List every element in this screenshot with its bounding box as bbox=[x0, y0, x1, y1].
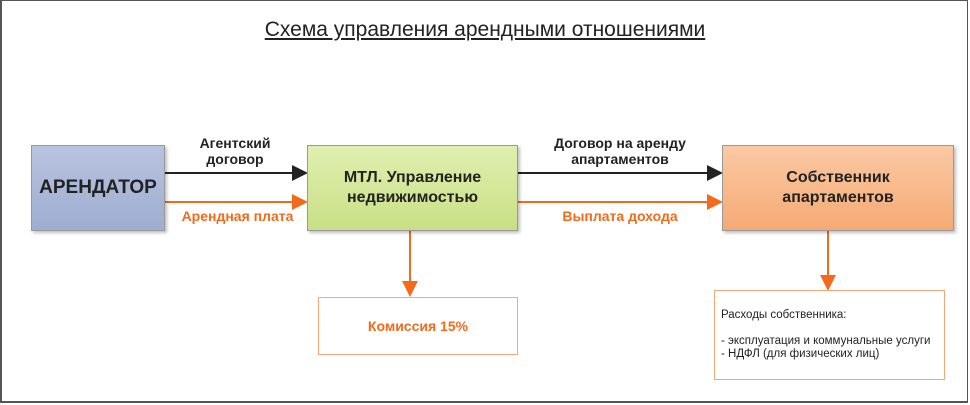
node-manager: МТЛ. Управление недвижимостью bbox=[307, 145, 518, 231]
expenses-heading: Расходы собственника: bbox=[721, 309, 847, 321]
manager-label-1: МТЛ. Управление bbox=[343, 169, 482, 186]
diagram-title: Схема управления арендными отношениями bbox=[264, 18, 706, 41]
expenses-box: Расходы собственника: - эксплуатация и к… bbox=[714, 290, 945, 380]
expense-item: - эксплуатация и коммунальные услуги bbox=[721, 335, 931, 347]
label-lease-2: апартаментов bbox=[571, 151, 669, 167]
label-lease-1: Договор на аренду bbox=[554, 135, 686, 151]
commission-label: Комиссия 15% bbox=[367, 318, 469, 334]
node-owner: Собственник апартаментов bbox=[722, 145, 954, 231]
label-agent-contract-1: Агентский bbox=[199, 135, 271, 151]
commission-box: Комиссия 15% bbox=[318, 297, 518, 355]
tenant-label: АРЕНДАТОР bbox=[39, 177, 157, 198]
label-payout: Выплата дохода bbox=[562, 208, 678, 224]
expense-item: - НДФЛ (для физических лиц) bbox=[721, 348, 880, 360]
label-agent-contract-2: договор bbox=[206, 151, 264, 167]
label-rent: Арендная плата bbox=[181, 208, 294, 224]
owner-label-1: Собственник bbox=[786, 169, 890, 186]
node-tenant: АРЕНДАТОР bbox=[31, 145, 165, 231]
owner-label-2: апартаментов bbox=[782, 189, 894, 206]
manager-label-2: недвижимостью bbox=[347, 189, 478, 206]
